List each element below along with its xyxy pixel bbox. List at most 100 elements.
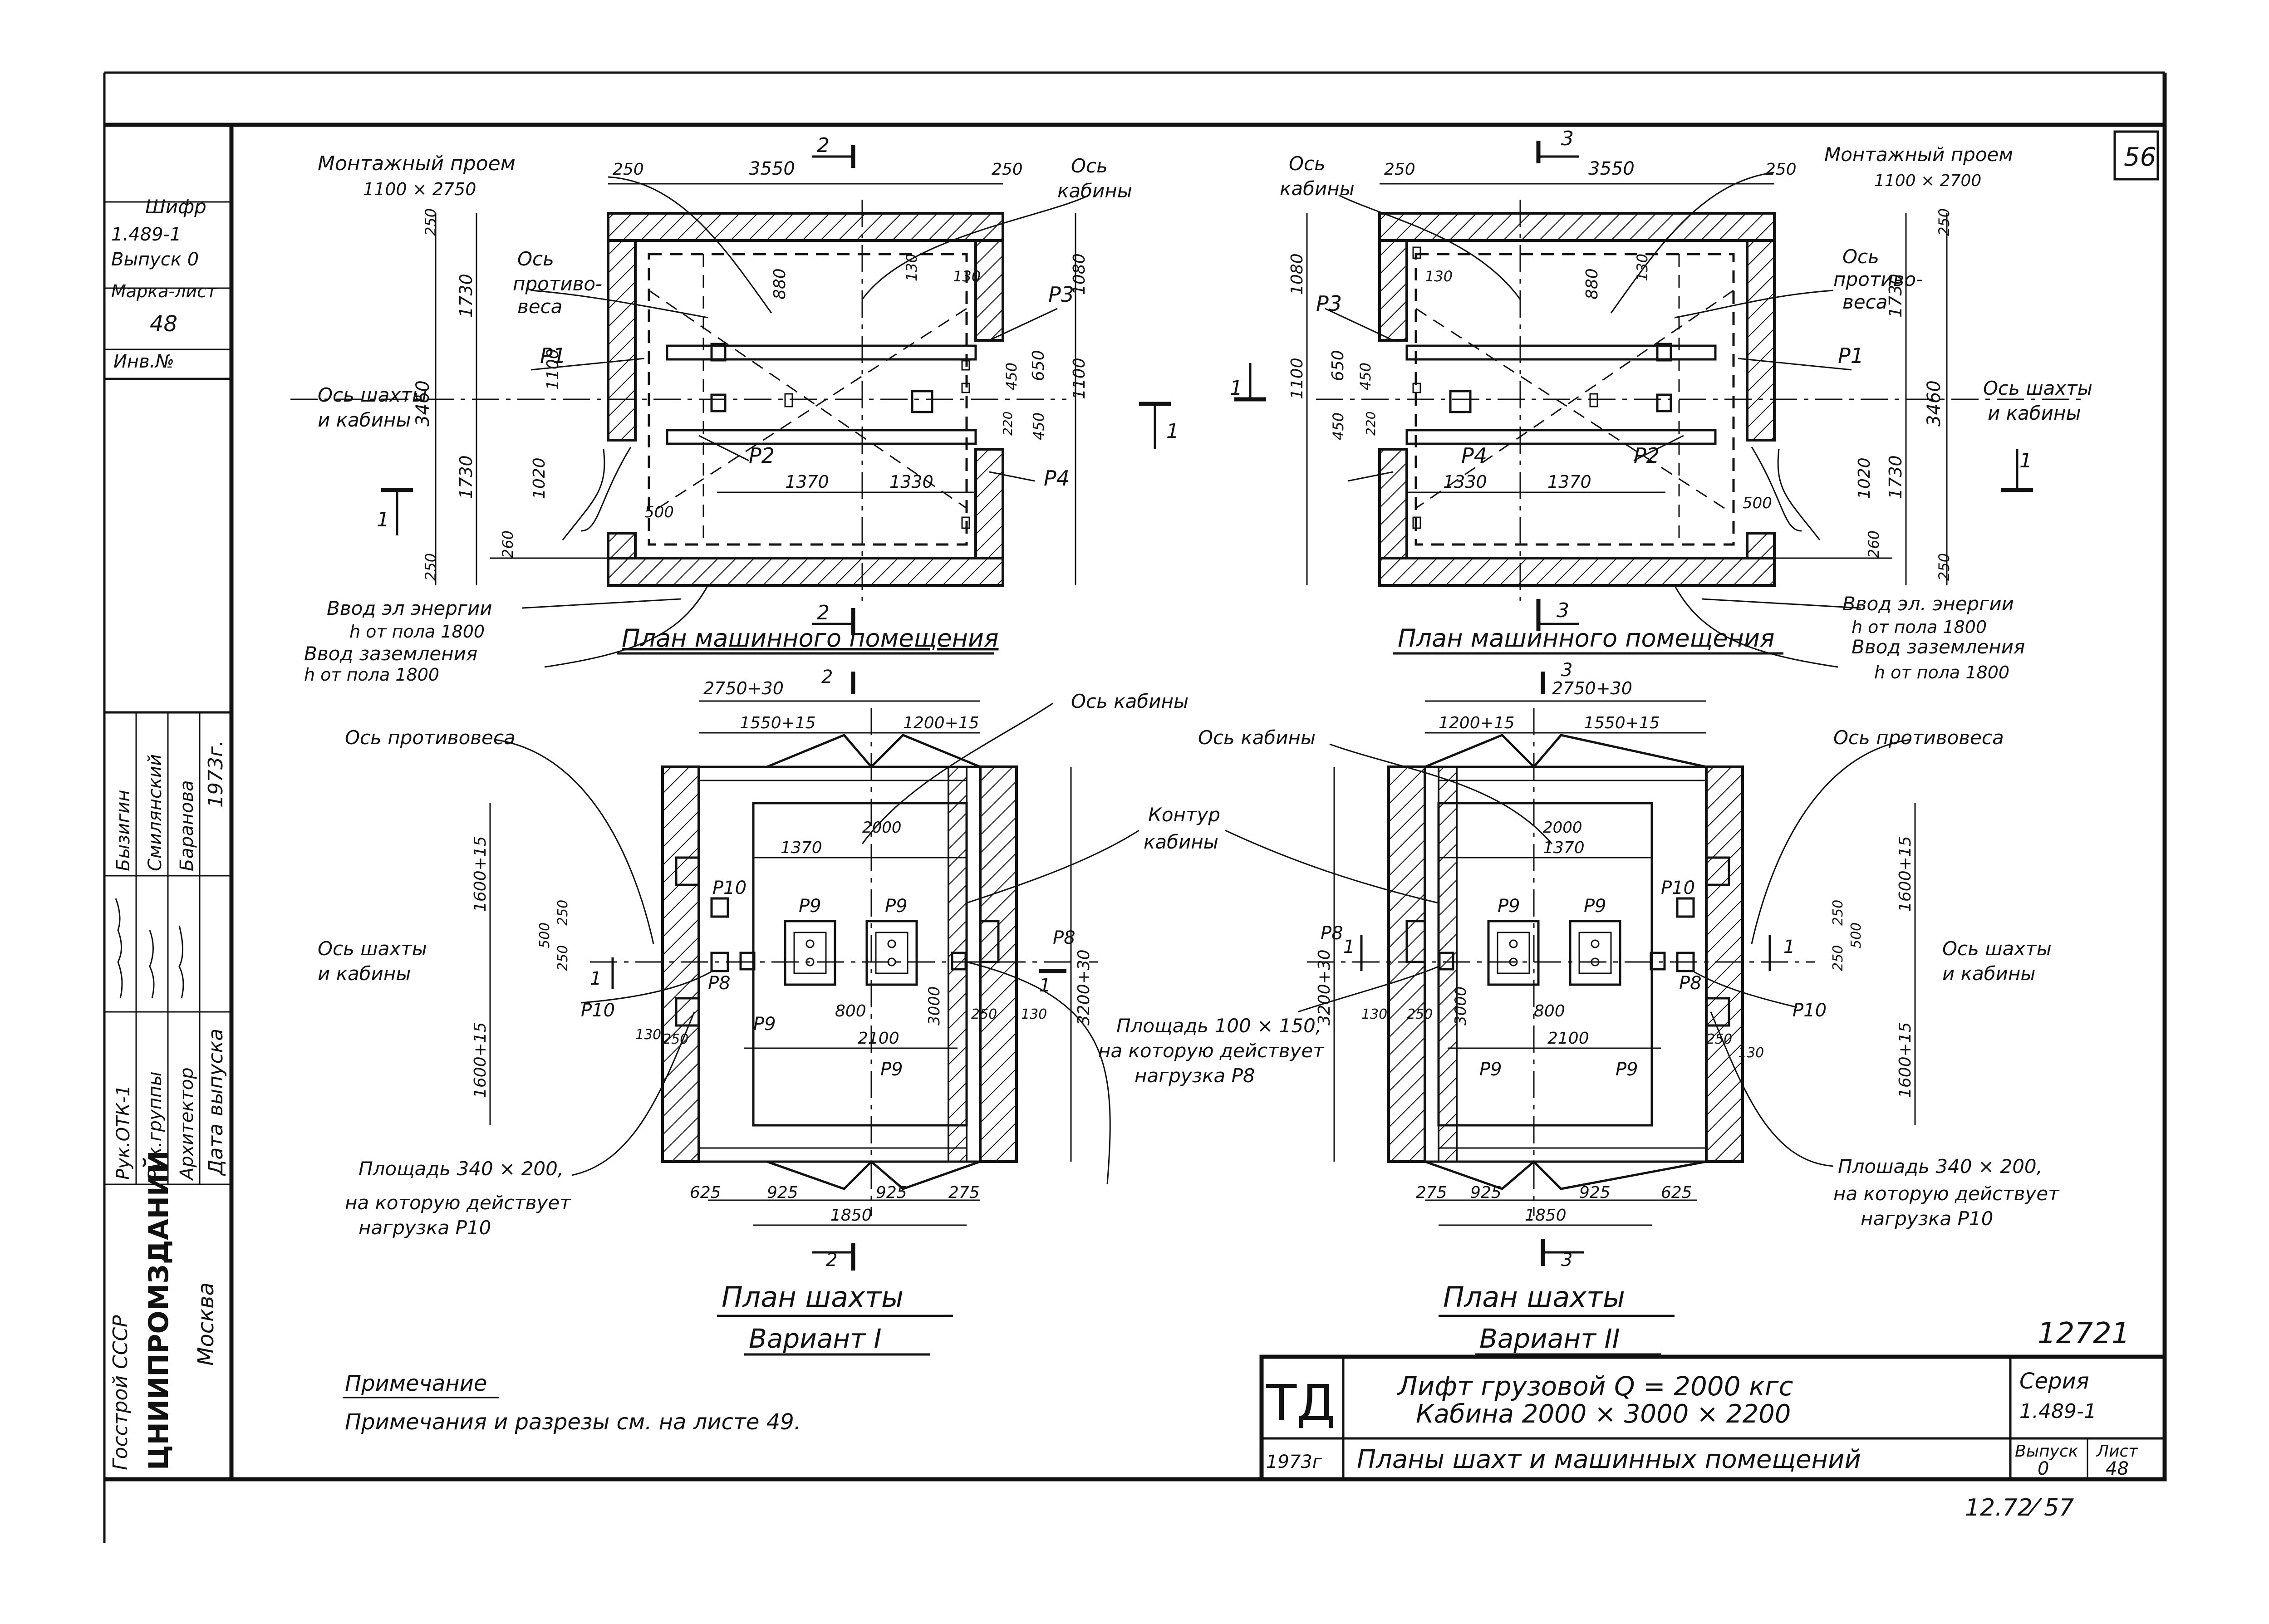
dim-260: 260 bbox=[499, 530, 516, 558]
section-mark-2-top: 2 bbox=[817, 134, 830, 157]
section-mark-2-shaft-top: 2 bbox=[821, 667, 833, 687]
td-mark: ТД bbox=[1266, 1374, 1336, 1432]
variant-2-label: Вариант II bbox=[1479, 1323, 1620, 1354]
note-title: Примечание bbox=[345, 1371, 487, 1396]
cw-axis-label-b-2: противо- bbox=[1833, 268, 1923, 290]
dim-1600-top-2: 1600+15 bbox=[1896, 836, 1915, 912]
area-p10-label-c-2: нагрузка P10 bbox=[1861, 1207, 1993, 1230]
dim-500-s-2: 500 bbox=[1848, 922, 1864, 948]
dim-1730-bottom-2: 1730 bbox=[1886, 455, 1906, 499]
dim-2100: 2100 bbox=[858, 1029, 899, 1048]
load-p10-d: P10 bbox=[1793, 1000, 1827, 1021]
shifr-value: 1.489-1 bbox=[111, 224, 181, 245]
dim-500-s: 500 bbox=[537, 922, 553, 948]
dim-3000: 3000 bbox=[925, 986, 943, 1025]
dim-3550-2: 3550 bbox=[1588, 158, 1635, 179]
ground-height-label-2: h от пола 1800 bbox=[1874, 662, 2009, 682]
shifr-label: Шифр bbox=[145, 196, 206, 218]
series-value: 1.489-1 bbox=[2019, 1400, 2097, 1423]
dim-625: 625 bbox=[690, 1183, 721, 1202]
ground-height-label: h от пола 1800 bbox=[304, 665, 439, 685]
load-p8-a: P8 bbox=[708, 973, 731, 994]
section-mark-3-top: 3 bbox=[1561, 127, 1574, 150]
cabin-axis-full-label: Ось кабины bbox=[1071, 690, 1189, 712]
load-p9-a: P9 bbox=[799, 896, 821, 917]
shaft-plan-2: Ось противовеса Ось кабины Ось шахты и к… bbox=[1198, 660, 2060, 1356]
montage-opening-label: Монтажный проем bbox=[318, 152, 516, 175]
dim-3460: 3460 bbox=[413, 380, 433, 427]
role-1: Рук.ОТК-1 bbox=[113, 1085, 134, 1180]
note: Примечание Примечания и разрезы см. на л… bbox=[343, 1371, 801, 1435]
dim-250-v-top: 250 bbox=[422, 208, 439, 236]
dim-1100-right: 1100 bbox=[1070, 358, 1089, 399]
shaft-axis-label-b-2: и кабины bbox=[1988, 402, 2081, 424]
org-line-3: Москва bbox=[193, 1282, 219, 1366]
dim-1080: 1080 bbox=[1070, 253, 1089, 295]
load-p8-b: P8 bbox=[1053, 927, 1076, 948]
dim-250-v-bottom: 250 bbox=[422, 553, 439, 581]
load-p4: P4 bbox=[1044, 466, 1070, 491]
dim-3460-2: 3460 bbox=[1924, 380, 1945, 427]
dim-250-v-bottom-2: 250 bbox=[1935, 553, 1953, 581]
dim-450-b: 450 bbox=[1030, 412, 1047, 440]
note-text: Примечания и разрезы см. на листе 49. bbox=[345, 1409, 801, 1435]
title-line-2: Кабина 2000 × 3000 × 2200 bbox=[1416, 1399, 1791, 1429]
montage-size: 1100 × 2750 bbox=[363, 179, 476, 199]
dim-130-a-2: 130 bbox=[1634, 254, 1651, 281]
signatures bbox=[115, 898, 184, 999]
shaft-plan-1: Ось противовеса Ось кабины Контур кабины… bbox=[318, 667, 1325, 1356]
dim-800: 800 bbox=[835, 1002, 866, 1021]
shaft-plan-title-1: План шахты bbox=[722, 1281, 904, 1314]
dim-275-2: 275 bbox=[1416, 1183, 1447, 1202]
dim-1850-2: 1850 bbox=[1525, 1206, 1567, 1225]
dim-250-s-d: 250 bbox=[663, 1031, 688, 1047]
section-mark-1-left: 1 bbox=[377, 508, 389, 531]
load-p10-a: P10 bbox=[712, 878, 747, 898]
section-mark-1-left-2: 1 bbox=[1230, 377, 1243, 400]
dim-250-right-2: 250 bbox=[1765, 160, 1797, 179]
dim-275: 275 bbox=[948, 1183, 980, 1202]
area-p8-label-b: на которую действует bbox=[1098, 1040, 1325, 1062]
left-stamp: Шифр 1.489-1 Выпуск 0 Марка-лист 48 Инв.… bbox=[103, 123, 233, 1481]
load-p1: P1 bbox=[540, 343, 566, 368]
dim-250-right: 250 bbox=[992, 160, 1023, 179]
dim-1600-top: 1600+15 bbox=[471, 836, 490, 912]
cw-axis-label-a-2: Ось bbox=[1842, 245, 1879, 268]
dim-650: 650 bbox=[1029, 350, 1048, 381]
marka-list-value: 48 bbox=[150, 311, 177, 337]
montage-opening-label-2: Монтажный проем bbox=[1824, 143, 2013, 166]
dim-130-s-a-2: 130 bbox=[1361, 1006, 1387, 1022]
load-p9-f: P9 bbox=[1584, 896, 1606, 917]
load-p9-d: P9 bbox=[880, 1059, 903, 1080]
load-p10-c: P10 bbox=[1661, 878, 1695, 898]
dim-250-s-c-2: 250 bbox=[1407, 1006, 1433, 1022]
cw-axis-label-c-2: веса bbox=[1842, 291, 1887, 313]
dim-2750: 2750+30 bbox=[703, 678, 784, 698]
role-3: Архитектор bbox=[177, 1067, 197, 1181]
dim-260-2: 260 bbox=[1865, 530, 1882, 558]
load-p9-c: P9 bbox=[753, 1014, 776, 1035]
load-p3: P3 bbox=[1048, 282, 1074, 307]
dim-250-left-2: 250 bbox=[1384, 160, 1415, 179]
cabin-contour-label-a: Контур bbox=[1148, 804, 1220, 826]
dim-450-a-2: 450 bbox=[1357, 363, 1374, 390]
machine-room-plan-title-2: План машинного помещения bbox=[1398, 624, 1775, 653]
dim-220: 220 bbox=[1000, 412, 1015, 436]
dim-250-s-b-2: 250 bbox=[1830, 945, 1846, 971]
dim-2000-2: 2000 bbox=[1543, 819, 1582, 837]
shaft-axis-label-a-2: Ось шахты bbox=[1983, 377, 2092, 399]
area-p10-label-b: на которую действует bbox=[345, 1192, 571, 1214]
load-p9-g: P9 bbox=[1479, 1059, 1502, 1080]
cabin-axis-label-b-2: кабины bbox=[1280, 177, 1355, 200]
dim-3550: 3550 bbox=[749, 158, 795, 179]
dim-1370-s-2: 1370 bbox=[1543, 839, 1585, 857]
cw-axis-label-b: противо- bbox=[513, 273, 602, 295]
shaft-axis-label-a-3: Ось шахты bbox=[318, 937, 427, 960]
section-mark-1-shaft-right: 1 bbox=[1039, 975, 1051, 996]
dim-250-s-a-2: 250 bbox=[1830, 900, 1846, 926]
dim-1080-2: 1080 bbox=[1288, 253, 1306, 295]
section-mark-3-bottom: 3 bbox=[1557, 599, 1569, 622]
dim-880: 880 bbox=[771, 268, 789, 299]
dim-1100-left: 1100 bbox=[544, 348, 562, 390]
